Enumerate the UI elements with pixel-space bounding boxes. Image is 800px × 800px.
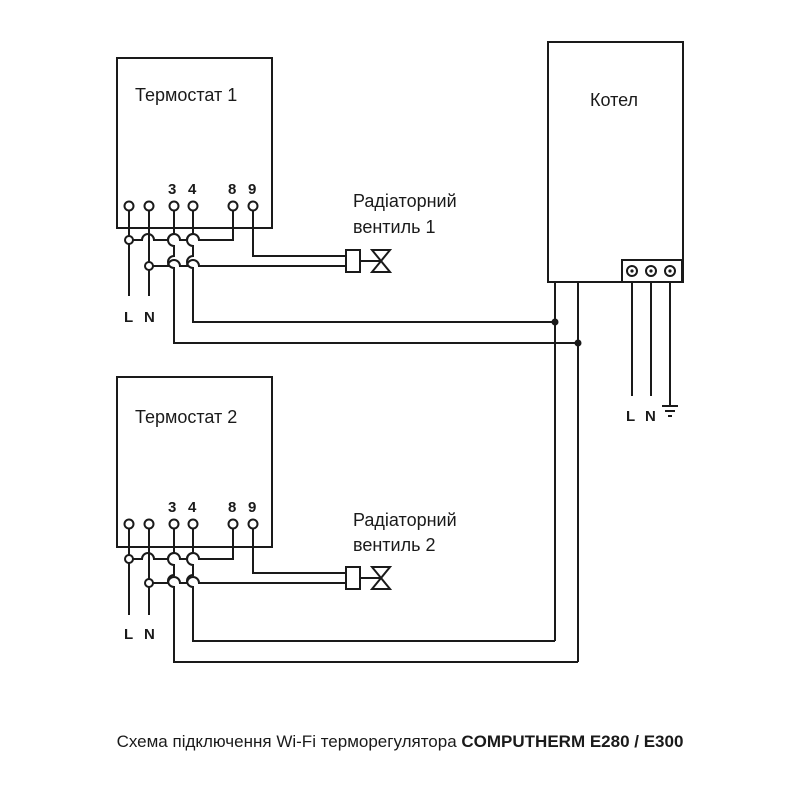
junction-dot-t1-4	[551, 318, 559, 326]
thermostat-1-pin-9	[247, 200, 259, 212]
thermostat-2: Термостат 2 3 4 8 9 L N	[116, 376, 578, 663]
valve-1-actuator	[345, 249, 361, 273]
thermostat-2-box	[116, 376, 273, 548]
thermostat-2-pin-N	[143, 518, 155, 530]
diagram-caption: Схема підключення Wi-Fi терморегулятора …	[117, 732, 684, 751]
thermostat-2-wiring	[128, 528, 578, 663]
caption-normal: Схема підключення Wi-Fi терморегулятора	[117, 732, 462, 751]
junction-dot-t1-3	[574, 339, 582, 347]
thermostat-2-terminal-4: 4	[188, 499, 197, 516]
thermostat-2-terminal-9: 9	[248, 499, 256, 516]
boiler-supply-N: N	[645, 408, 656, 425]
thermostat-2-pin-3	[168, 518, 180, 530]
thermostat-2-pin-8	[227, 518, 239, 530]
thermostat-2-supply-N: N	[144, 626, 155, 643]
caption-bold: COMPUTHERM E280 / E300	[461, 732, 683, 751]
valve-1-label-line2: вентиль 1	[353, 217, 436, 237]
valve-2-label-line1: Радіаторний	[353, 510, 457, 530]
thermostat-1-pin-8	[227, 200, 239, 212]
thermostat-1: Термостат 1 3 4 8 9 L N	[116, 57, 578, 344]
thermostat-2-terminal-3: 3	[168, 499, 176, 516]
thermostat-2-terminal-8: 8	[228, 499, 236, 516]
radiator-valve-1: Радіаторний вентиль 1	[345, 191, 457, 273]
thermostat-1-title: Термостат 1	[135, 85, 237, 105]
thermostat-1-terminal-8: 8	[228, 181, 236, 198]
thermostat-2-title: Термостат 2	[135, 407, 237, 427]
thermostat-1-pin-L	[123, 200, 135, 212]
thermostat-1-supply-L: L	[124, 309, 133, 326]
valve-1-label-line1: Радіаторний	[353, 191, 457, 211]
boiler: Котел L N	[547, 41, 684, 662]
thermostat-1-terminal-3: 3	[168, 181, 176, 198]
boiler-box	[547, 41, 684, 283]
thermostat-2-pin-9	[247, 518, 259, 530]
thermostat-2-pin-L	[123, 518, 135, 530]
valve-1-icon	[369, 249, 393, 273]
valve-2-actuator	[345, 566, 361, 590]
thermostat-1-pin-3	[168, 200, 180, 212]
valve-2-label-line2: вентиль 2	[353, 535, 436, 555]
radiator-valve-2: Радіаторний вентиль 2	[345, 510, 457, 590]
thermostat-2-junction-L	[124, 554, 134, 564]
thermostat-2-junction-N	[144, 578, 154, 588]
thermostat-1-pin-4	[187, 200, 199, 212]
boiler-supply-L: L	[626, 408, 635, 425]
valve-2-icon	[369, 566, 393, 590]
thermostat-1-supply-N: N	[144, 309, 155, 326]
thermostat-2-pin-4	[187, 518, 199, 530]
thermostat-1-junction-N	[144, 261, 154, 271]
ground-symbol-icon	[662, 405, 678, 417]
thermostat-1-terminal-4: 4	[188, 181, 197, 198]
thermostat-1-terminal-9: 9	[248, 181, 256, 198]
thermostat-1-pin-N	[143, 200, 155, 212]
boiler-title: Котел	[590, 90, 638, 110]
thermostat-1-box	[116, 57, 273, 229]
thermostat-1-junction-L	[124, 235, 134, 245]
thermostat-1-wiring	[128, 210, 578, 344]
thermostat-2-supply-L: L	[124, 626, 133, 643]
